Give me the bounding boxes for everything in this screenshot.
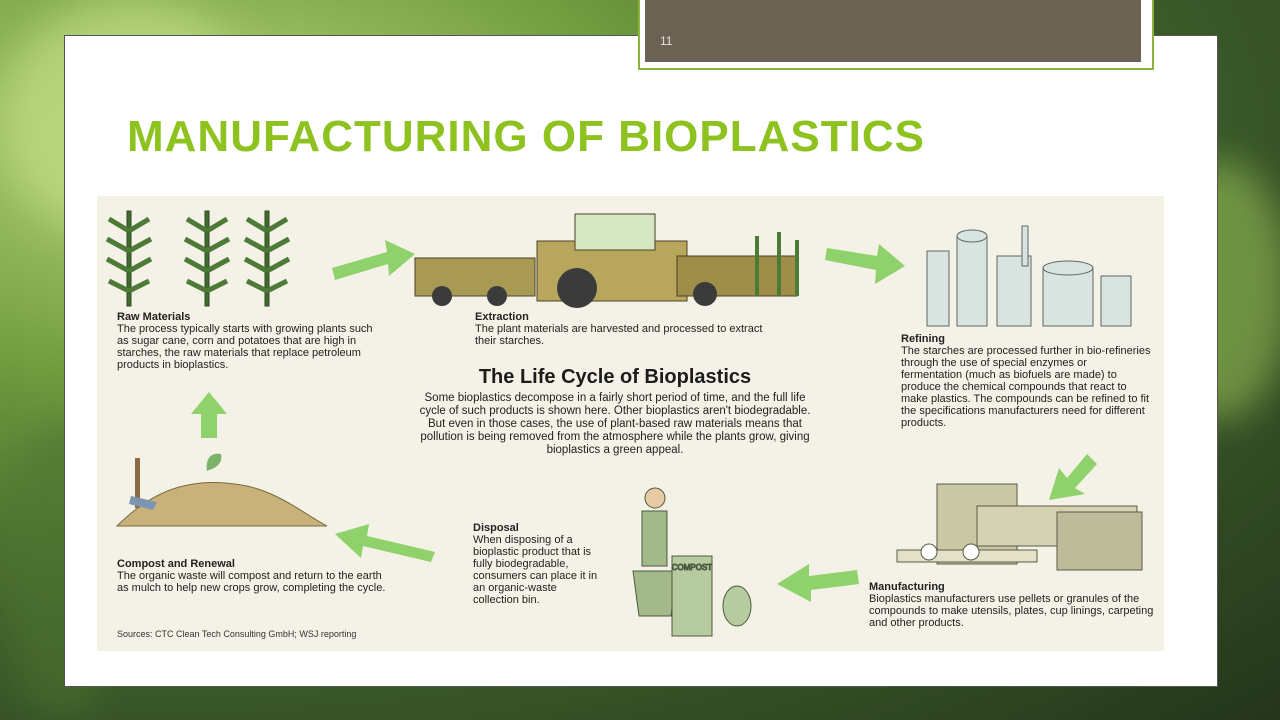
- slide-number: 11: [660, 34, 673, 48]
- compost-bin-icon: COMPOST: [632, 487, 752, 637]
- infographic-intro: Some bioplastics decompose in a fairly s…: [419, 392, 811, 456]
- compost-bin-label: COMPOST: [672, 563, 713, 572]
- stage-text: The starches are processed further in bi…: [901, 345, 1151, 429]
- stage-title: Extraction: [475, 311, 529, 323]
- slide-title: MANUFACTURING OF BIOPLASTICS: [127, 112, 925, 161]
- stage-text: The organic waste will compost and retur…: [117, 570, 386, 594]
- manufacturing-machine-icon: [896, 483, 1143, 571]
- stage-manufacturing: Manufacturing Bioplastics manufacturers …: [869, 581, 1159, 629]
- stage-text: The plant materials are harvested and pr…: [475, 323, 763, 347]
- corn-plants-icon: [105, 210, 291, 307]
- stage-title: Refining: [901, 333, 945, 345]
- stage-text: Bioplastics manufacturers use pellets or…: [869, 593, 1154, 629]
- stage-title: Raw Materials: [117, 311, 191, 323]
- stage-raw-materials: Raw Materials The process typically star…: [117, 311, 382, 371]
- slide-number-panel: [645, 0, 1141, 62]
- compost-pile-icon: [115, 453, 328, 527]
- cycle-arrows: [191, 240, 1097, 602]
- refinery-icon: [926, 225, 1132, 327]
- bioplastics-infographic: COMPOST The Life Cycle of Bioplastics So…: [97, 196, 1164, 651]
- infographic-title: The Life Cycle of Bioplastics: [478, 366, 752, 388]
- infographic-illustrations: COMPOST: [105, 210, 1143, 637]
- sources-note: Sources: CTC Clean Tech Consulting GmbH;…: [117, 629, 357, 639]
- stage-text: When disposing of a bioplastic product t…: [473, 534, 598, 606]
- stage-compost-renewal: Compost and Renewal The organic waste wi…: [117, 558, 387, 594]
- stage-text: The process typically starts with growin…: [117, 323, 373, 371]
- stage-title: Compost and Renewal: [117, 558, 235, 570]
- stage-refining: Refining The starches are processed furt…: [901, 333, 1151, 429]
- stage-title: Manufacturing: [869, 581, 945, 593]
- stage-disposal: Disposal When disposing of a bioplastic …: [473, 522, 598, 606]
- stage-extraction: Extraction The plant materials are harve…: [475, 311, 775, 347]
- stage-title: Disposal: [473, 522, 519, 534]
- harvester-icon: [414, 213, 799, 308]
